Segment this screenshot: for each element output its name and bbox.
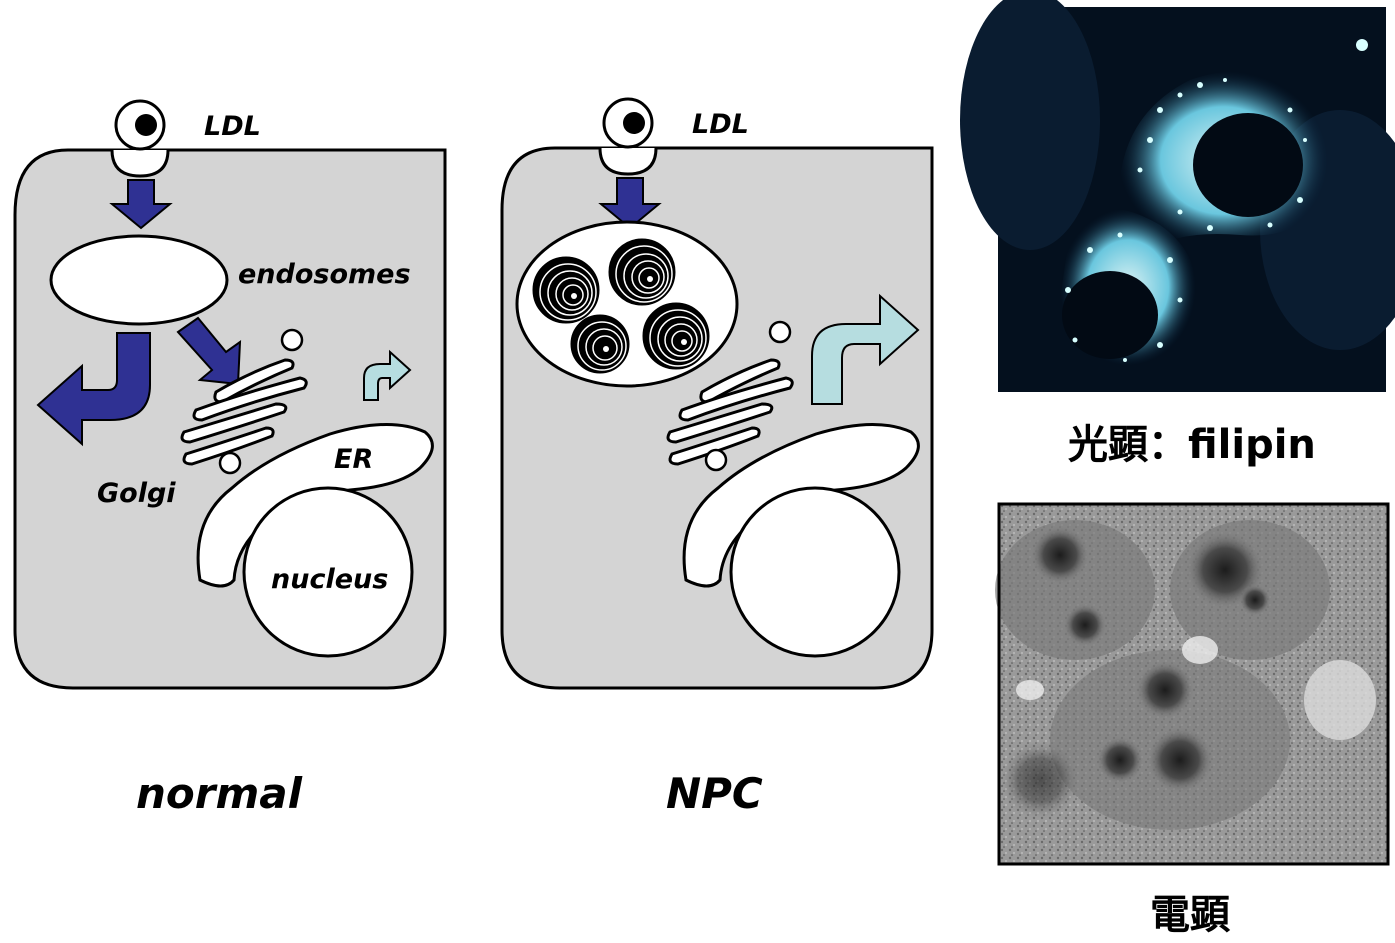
normal-vesicle-bottom [218, 451, 242, 475]
normal-ldl-pit [110, 149, 170, 178]
nucleus-label: nucleus [271, 564, 388, 595]
normal-golgi-arrow [176, 316, 242, 386]
npc-export-arrow [811, 293, 920, 405]
filipin-caption: 光顕：filipin [1068, 422, 1316, 468]
em-caption: 電顕 [1150, 892, 1231, 938]
normal-er [196, 423, 434, 588]
golgi-label: Golgi [97, 478, 176, 509]
filipin-micrograph [960, 0, 1395, 392]
npc-uptake-arrow [598, 177, 662, 230]
npc-cell: LDL [500, 97, 934, 690]
er-label: ER [334, 444, 373, 475]
normal-nucleus [242, 486, 414, 658]
normal-export-arrow [363, 349, 412, 401]
npc-vesicle-bottom [704, 448, 728, 472]
npc-ldl-particle [602, 97, 654, 149]
normal-endosome [49, 234, 229, 326]
multilamellar-body-2 [608, 238, 676, 306]
npc-ldl-label: LDL [692, 109, 749, 140]
multilamellar-body-1 [532, 256, 600, 324]
npc-caption: NPC [666, 769, 763, 818]
normal-ldl-label: LDL [204, 111, 261, 142]
normal-vesicle-top [280, 328, 304, 352]
normal-golgi [180, 358, 308, 466]
npc-nucleus [729, 486, 901, 658]
electron-micrograph [995, 502, 1390, 866]
normal-uptake-arrow [109, 179, 173, 230]
multilamellar-body-4 [642, 302, 710, 370]
normal-recycle-arrow [36, 332, 151, 447]
npc-golgi [666, 358, 794, 466]
normal-ldl-particle [114, 99, 166, 151]
normal-caption: normal [136, 769, 303, 818]
npc-er [682, 423, 920, 588]
multilamellar-body-3 [570, 314, 630, 374]
endosomes-label: endosomes [238, 259, 411, 290]
normal-cell: LDL endosomes Golgi ER nucleus [13, 99, 447, 690]
npc-ldl-pit [598, 147, 658, 176]
npc-vesicle-top [768, 320, 792, 344]
